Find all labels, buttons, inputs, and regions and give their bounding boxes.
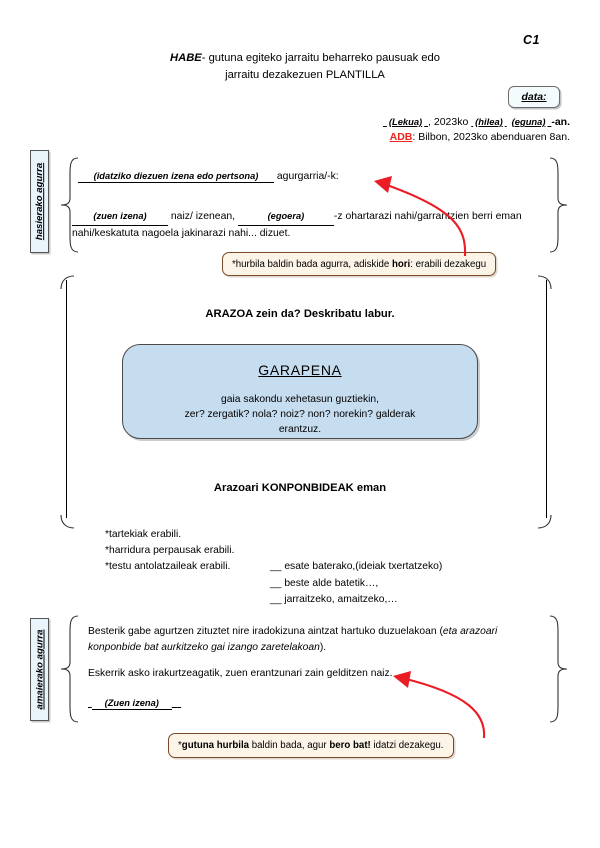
date-example-line: ADB: Bilbon, 2023ko abenduaren 8an.: [180, 131, 570, 143]
bullet-2: *harridura perpausak erabili.: [105, 545, 235, 557]
garapena-title: GARAPENA: [258, 362, 342, 378]
closing-paragraph-2: Eskerrik asko irakurtzeagatik, zuen eran…: [88, 668, 393, 679]
section-label-opening: hasierako agurra: [30, 150, 49, 253]
date-place-blank: (Lekua): [388, 116, 423, 127]
opening-situation-blank: (egoera): [237, 208, 334, 226]
bullet-3: *testu antolatzaileak erabili.: [105, 561, 231, 573]
opening-paragraph: (zuen izena) naiz/ izenean, (egoera)-z o…: [72, 208, 542, 242]
heading-konponbideak: Arazoari KONPONBIDEAK eman: [213, 482, 387, 494]
list-item: *testu antolatzaileak erabili. __ esate …: [105, 559, 442, 575]
date-day-blank: (eguna): [511, 116, 546, 127]
opening-para-line-2: nahi/keskatuta nagoela jakinarazi nahi..…: [72, 228, 291, 239]
closing-para1-italic: eta arazoari konponbide bat aurkitzeko g…: [88, 626, 498, 653]
section-label-closing-text: amaierako agurra: [34, 629, 45, 710]
data-label-box: data:: [508, 86, 560, 108]
adb-label: ADB: [389, 131, 413, 143]
callout-top-text: *hurbila baldin bada agurra, adiskide ho…: [232, 259, 486, 270]
opening-para-mid-2: -z ohartarazi nahi/garrantzien berri ema…: [333, 211, 522, 222]
page-title: HABE- gutuna egiteko jarraitu beharreko …: [110, 50, 500, 84]
section-label-closing: amaierako agurra: [30, 618, 49, 721]
opening-greeting-rest: agurgarria/-k:: [276, 171, 339, 182]
middle-frame-left-edge: [66, 280, 67, 518]
callout-bottom-part-3: idatzi dezakegu.: [370, 740, 444, 751]
signature-name-blank: (Zuen izena): [91, 698, 172, 710]
closing-para1-part-1: Besterik gabe agurtzen zituztet nire ira…: [88, 626, 443, 637]
list-item: *tartekiak erabili.: [105, 527, 442, 543]
heading-arazoa: ARAZOA zein da? Deskribatu labur.: [205, 308, 395, 320]
callout-warm-closing: *gutuna hurbila baldin bada, agur bero b…: [168, 733, 454, 758]
list-item: __ beste alde batetik…,: [270, 576, 442, 592]
middle-frame-bottom-curves: [60, 514, 552, 529]
title-line-2: jarraitu dezakezuen PLANTILLA: [225, 69, 385, 81]
garapena-line-3: erantzuz.: [278, 424, 322, 435]
callout-bottom-text: *gutuna hurbila baldin bada, agur bero b…: [178, 740, 444, 751]
garapena-body: gaia sakondu xehetasun guztiekin, zer? z…: [123, 392, 477, 437]
date-suffix: -an.: [551, 116, 570, 128]
date-rule-3: [505, 116, 507, 128]
opening-your-name-blank: (zuen izena): [72, 208, 168, 226]
callout-top-bold-word: hori: [391, 258, 411, 270]
callout-top-part-1: *hurbila baldin bada agurra, adiskide: [232, 258, 392, 270]
title-habe-word: HABE: [170, 52, 202, 64]
garapena-line-1: gaia sakondu xehetasun guztiekin,: [221, 394, 379, 405]
date-year-text: , 2023ko: [428, 116, 469, 128]
adb-example-text: : Bilbon, 2023ko abenduaren 8an.: [412, 131, 570, 143]
brace-closing-right: [549, 615, 568, 723]
bullet-3-sub-2: __ beste alde batetik…,: [270, 577, 379, 589]
title-rest: - gutuna egiteko jarraitu beharreko paus…: [201, 52, 440, 64]
callout-bottom-bold-2: bero bat!: [329, 740, 371, 751]
date-template-line: (Lekua) , 2023ko (hilea) (eguna) -an.: [180, 116, 570, 128]
callout-top-part-2: : erabili dezakegu: [410, 258, 487, 270]
list-item: *harridura perpausak erabili.: [105, 543, 442, 559]
middle-frame-right-edge: [546, 280, 547, 518]
solutions-bullet-list: *tartekiak erabili. *harridura perpausak…: [105, 527, 442, 608]
garapena-box: GARAPENA gaia sakondu xehetasun guztieki…: [122, 344, 478, 439]
garapena-line-2: zer? zergatik? nola? noiz? non? norekin?…: [184, 409, 416, 420]
signature-rule-right: [172, 698, 181, 709]
bullet-3-sub-1: __ esate baterako,(ideiak txertatzeko): [270, 561, 443, 573]
bullet-3-sub-3: __ jarraitzeko, amaitzeko,…: [270, 593, 398, 605]
brace-closing-left: [60, 615, 79, 723]
closing-para1-part-2: ).: [319, 641, 327, 653]
callout-bottom-part-2: baldin bada, agur: [249, 740, 330, 751]
brace-opening-right: [549, 157, 568, 253]
bullet-1: *tartekiak erabili.: [105, 529, 182, 540]
callout-bottom-part-1: *: [178, 740, 182, 751]
list-item: __ jarraitzeko, amaitzeko,…: [270, 592, 442, 608]
closing-paragraph-1: Besterik gabe agurtzen zituztet nire ira…: [88, 624, 513, 655]
section-label-opening-text: hasierako agurra: [34, 162, 46, 241]
data-label-text: data:: [521, 91, 547, 103]
middle-frame-top-curves: [60, 275, 552, 290]
closing-signature-line: (Zuen izena): [88, 698, 181, 710]
page-code: C1: [523, 33, 540, 47]
callout-bottom-bold-1: gutuna hurbila: [181, 740, 250, 751]
date-month-blank: (hilea): [475, 116, 503, 127]
opening-greeting-line: (idatziko diezuen izena edo pertsona) ag…: [78, 171, 339, 183]
callout-informal-greeting: *hurbila baldin bada agurra, adiskide ho…: [222, 252, 497, 276]
brace-opening-left: [60, 157, 79, 253]
opening-para-mid-1: naiz/ izenean,: [170, 211, 236, 222]
opening-name-blank: (idatziko diezuen izena edo pertsona): [78, 171, 274, 183]
